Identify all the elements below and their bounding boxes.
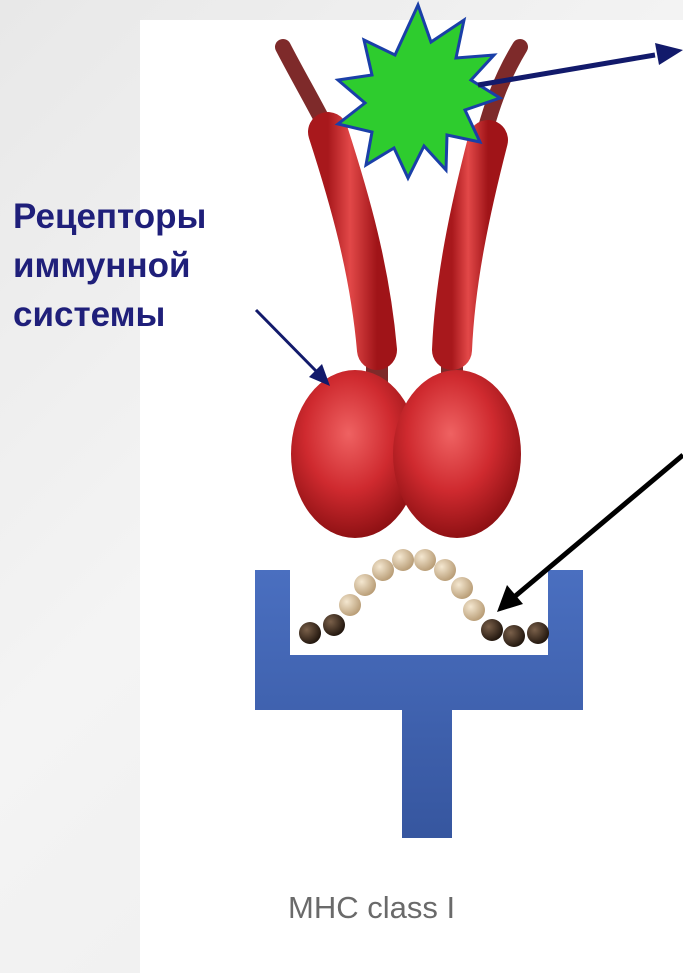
peptide-bead bbox=[527, 622, 549, 644]
arrow-receptor bbox=[256, 310, 330, 386]
peptide-bead bbox=[339, 594, 361, 616]
peptide-bead bbox=[414, 549, 436, 571]
mhc-class-i-protein bbox=[255, 570, 583, 838]
receptor-arm-left bbox=[328, 132, 377, 350]
peptide-bead bbox=[299, 622, 321, 644]
peptide-bead bbox=[463, 599, 485, 621]
peptide-bead bbox=[451, 577, 473, 599]
mhc-class-label: MHC class I bbox=[288, 890, 455, 926]
receptor-label: Рецепторы иммунной системы bbox=[13, 192, 206, 339]
peptide-bead bbox=[372, 559, 394, 581]
receptor-arm-right bbox=[452, 140, 488, 350]
peptide-bead bbox=[503, 625, 525, 647]
peptide-bead bbox=[481, 619, 503, 641]
receptor-lobe-right bbox=[393, 370, 521, 538]
peptide-bead bbox=[392, 549, 414, 571]
arrow-peptide bbox=[497, 455, 683, 612]
peptide-bead bbox=[434, 559, 456, 581]
peptide-bead bbox=[323, 614, 345, 636]
peptide-bead bbox=[354, 574, 376, 596]
